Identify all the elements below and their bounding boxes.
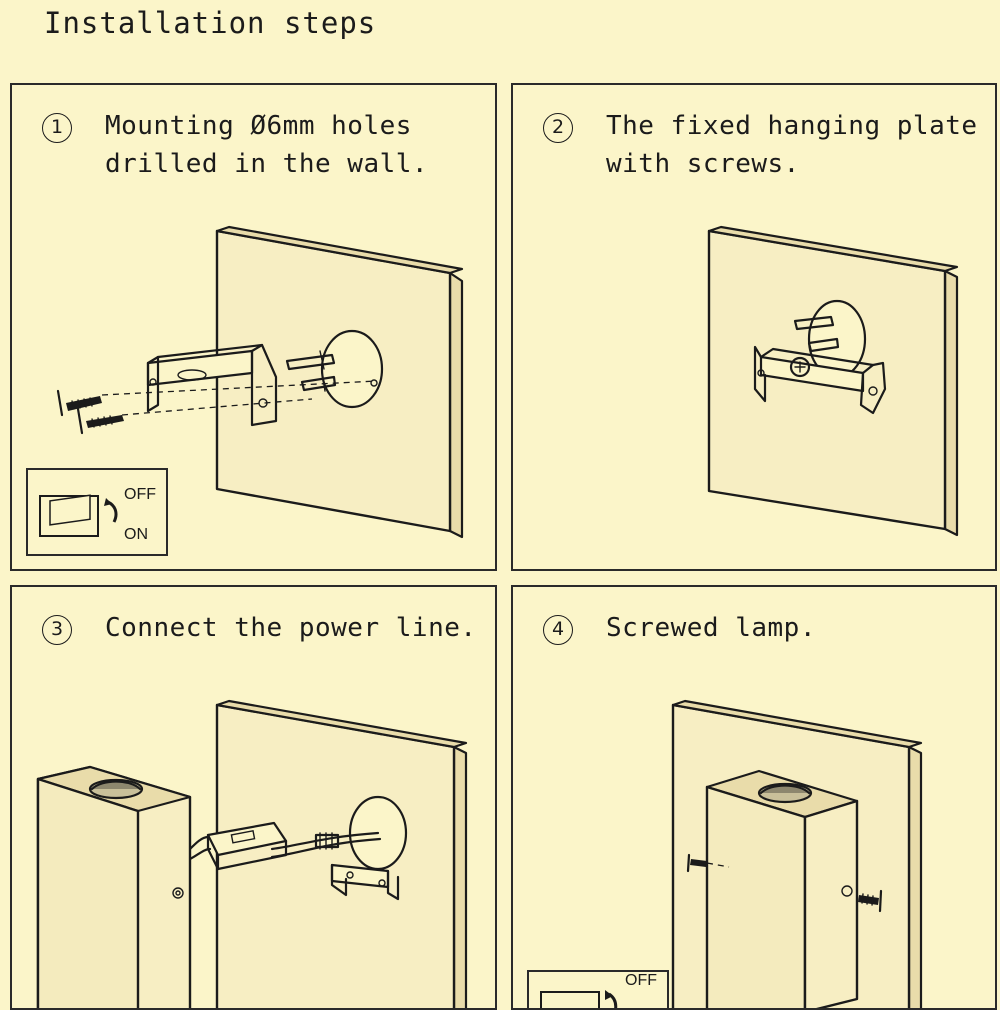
step-3-illustration (36, 699, 468, 1008)
mounting-bracket (753, 345, 887, 415)
power-switch-icon (540, 990, 618, 1008)
step-text: The fixed hanging plate with screws. (606, 111, 978, 179)
screw-icon (789, 356, 811, 378)
switch-off-label: OFF (625, 972, 657, 989)
mounting-bracket (330, 863, 400, 901)
screw-icon (858, 889, 883, 913)
power-switch-box: OFF (527, 970, 669, 1008)
step-text: Screwed lamp. (606, 613, 816, 643)
wall-plate (215, 699, 468, 1008)
anchor-plug (793, 315, 840, 353)
step-1-illustration (56, 225, 464, 539)
screw-icon (686, 853, 730, 873)
step-panel-1: 1 Mounting Ø6mm holes drilled in the wal… (10, 83, 497, 571)
step-number: 1 (42, 113, 72, 143)
step-text: Connect the power line. (105, 613, 477, 643)
lamp-housing (705, 769, 859, 1008)
wall-hole (320, 329, 384, 409)
step-panel-3: 3 Connect the power line. (10, 585, 497, 1010)
led-driver (206, 821, 288, 871)
step-panel-2: 2 The fixed hanging plate with screws. (511, 83, 997, 571)
step-number: 3 (42, 615, 72, 645)
power-switch-box: OFF ON (26, 468, 168, 556)
step-number: 4 (543, 615, 573, 645)
step-4-illustration (671, 699, 923, 1008)
step-text: Mounting Ø6mm holes drilled in the wall. (105, 111, 429, 179)
anchor-plug (285, 350, 337, 392)
step-panel-4: 4 Screwed lamp. (511, 585, 997, 1010)
switch-on-label: ON (124, 526, 148, 543)
switch-off-label: OFF (124, 486, 156, 503)
mounting-bracket (146, 343, 278, 427)
screw-icon (76, 407, 124, 435)
screw-icon (56, 389, 102, 417)
page-title: Installation steps (44, 6, 377, 40)
lamp-housing (36, 765, 192, 1008)
power-switch-icon (39, 494, 118, 537)
step-2-illustration (707, 225, 959, 537)
step-number: 2 (543, 113, 573, 143)
